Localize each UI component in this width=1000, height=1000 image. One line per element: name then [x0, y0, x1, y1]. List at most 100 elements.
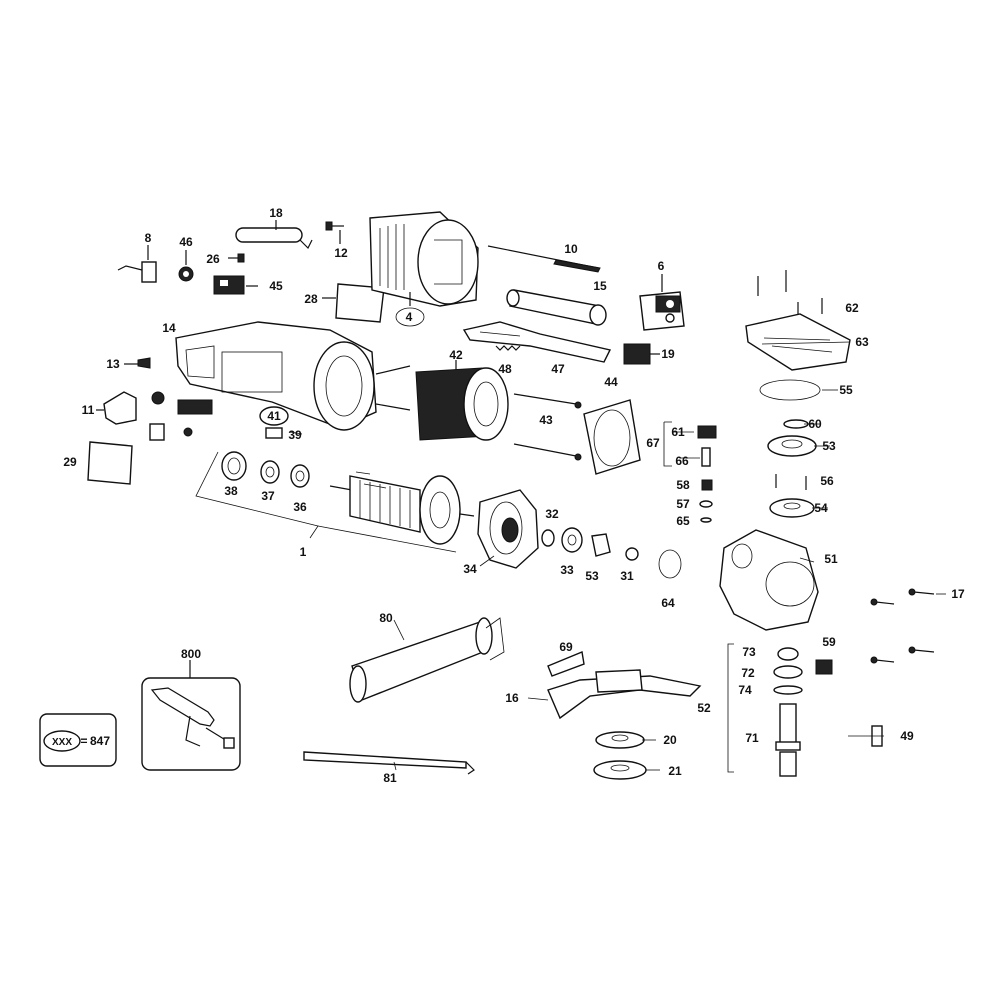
part-28-label: [322, 283, 385, 323]
label-28: 28: [304, 292, 318, 306]
part-34-gear-case: [477, 489, 539, 569]
part-11-brush-assembly: [96, 391, 137, 425]
part-26-screw: [228, 253, 245, 263]
label-19: 19: [661, 347, 675, 361]
label-33: 33: [560, 563, 574, 577]
part-33-bearing: [561, 527, 583, 553]
label-62: 62: [845, 301, 859, 315]
label-51: 51: [824, 552, 838, 566]
label-8: 8: [145, 231, 152, 245]
label-11: 11: [82, 403, 95, 417]
label-67: 67: [646, 436, 660, 450]
part-16-guard: [547, 669, 702, 720]
part-64-o-ring: [658, 549, 682, 579]
label-81: 81: [383, 771, 397, 785]
label-15: 15: [593, 279, 607, 293]
label-34: 34: [463, 562, 477, 576]
label-73: 73: [742, 645, 756, 659]
label-52: 52: [697, 701, 711, 715]
part-10-rod: [487, 245, 601, 273]
part-13-screw: [124, 357, 151, 369]
label-43: 43: [539, 413, 553, 427]
label-13: 13: [106, 357, 120, 371]
part-1-armature: [329, 475, 475, 545]
label-20: 20: [663, 733, 677, 747]
label-32: 32: [545, 507, 559, 521]
label-18: 18: [269, 206, 283, 220]
label-14: 14: [162, 321, 176, 335]
label-38: 38: [224, 484, 238, 498]
leader-lines: [289, 341, 946, 771]
label-60: 60: [808, 417, 822, 431]
part-21-nut: [593, 760, 647, 780]
label-56: 56: [820, 474, 834, 488]
legend-box: XXX = 847: [39, 713, 117, 767]
label-54: 54: [814, 501, 828, 515]
part-31-nut: [625, 547, 639, 561]
part-6-terminal-block: [639, 274, 685, 331]
label-37: 37: [261, 489, 275, 503]
label-69: 69: [559, 640, 573, 654]
part-62-screws: [757, 270, 823, 318]
label-61: 61: [671, 425, 685, 439]
part-38-bearing: [221, 451, 247, 481]
label-4: 4: [406, 310, 413, 324]
label-65: 65: [676, 514, 690, 528]
label-12: 12: [334, 246, 348, 260]
label-31: 31: [620, 569, 634, 583]
part-58-57-65: [699, 479, 713, 523]
label-49: 49: [900, 729, 914, 743]
label-42: 42: [449, 348, 463, 362]
label-47: 47: [551, 362, 565, 376]
label-21: 21: [668, 764, 682, 778]
part-8-brush-holder: [117, 245, 157, 283]
label-58: 58: [676, 478, 690, 492]
label-74: 74: [738, 683, 752, 697]
label-55: 55: [839, 383, 853, 397]
label-17: 17: [951, 587, 965, 601]
part-53-bearing-right: [767, 435, 817, 457]
part-20-flange: [595, 731, 645, 749]
part-labels: 1 4 6 8 10 11 12 13 14 15 16 17 18 19 20…: [63, 206, 965, 785]
part-47-lever: [462, 321, 612, 363]
label-53b: 53: [585, 569, 599, 583]
part-4-motor-housing: [369, 211, 479, 307]
legend-equals: =: [80, 734, 87, 748]
label-1: 1: [300, 545, 307, 559]
label-57: 57: [676, 497, 690, 511]
legend-code: XXX: [52, 737, 72, 748]
part-15-handle-tube: [506, 289, 607, 326]
label-64: 64: [661, 596, 675, 610]
label-71: 71: [745, 731, 759, 745]
part-18-switch-rod: [235, 220, 313, 250]
part-59-key: [815, 659, 833, 675]
part-43-bolts: [513, 393, 582, 461]
part-12-screw: [325, 221, 344, 244]
part-52-spindle-group: [727, 643, 803, 777]
part-46-spring: [178, 250, 194, 282]
label-26: 26: [206, 252, 220, 266]
part-53-bushing: [591, 533, 611, 557]
label-59: 59: [822, 635, 836, 649]
part-29-label: [87, 441, 133, 485]
label-10: 10: [564, 242, 578, 256]
legend-value: 847: [90, 734, 110, 748]
label-41: 41: [267, 409, 281, 423]
label-63: 63: [855, 335, 869, 349]
part-80-side-handle: [349, 617, 505, 703]
part-55-o-ring: [759, 379, 821, 401]
part-61-67-66: [663, 421, 717, 467]
part-51-gear-housing: [719, 529, 819, 631]
label-45: 45: [269, 279, 283, 293]
part-37-washer: [260, 460, 280, 484]
label-46: 46: [179, 235, 193, 249]
label-36: 36: [293, 500, 307, 514]
part-63-cover: [745, 313, 851, 371]
part-54-bearing: [769, 498, 815, 518]
part-small-springs: [149, 391, 213, 441]
part-800-toolkit: [141, 660, 241, 771]
part-17-screws: [870, 588, 935, 664]
bracket-1: [195, 451, 457, 553]
label-6: 6: [658, 259, 665, 273]
